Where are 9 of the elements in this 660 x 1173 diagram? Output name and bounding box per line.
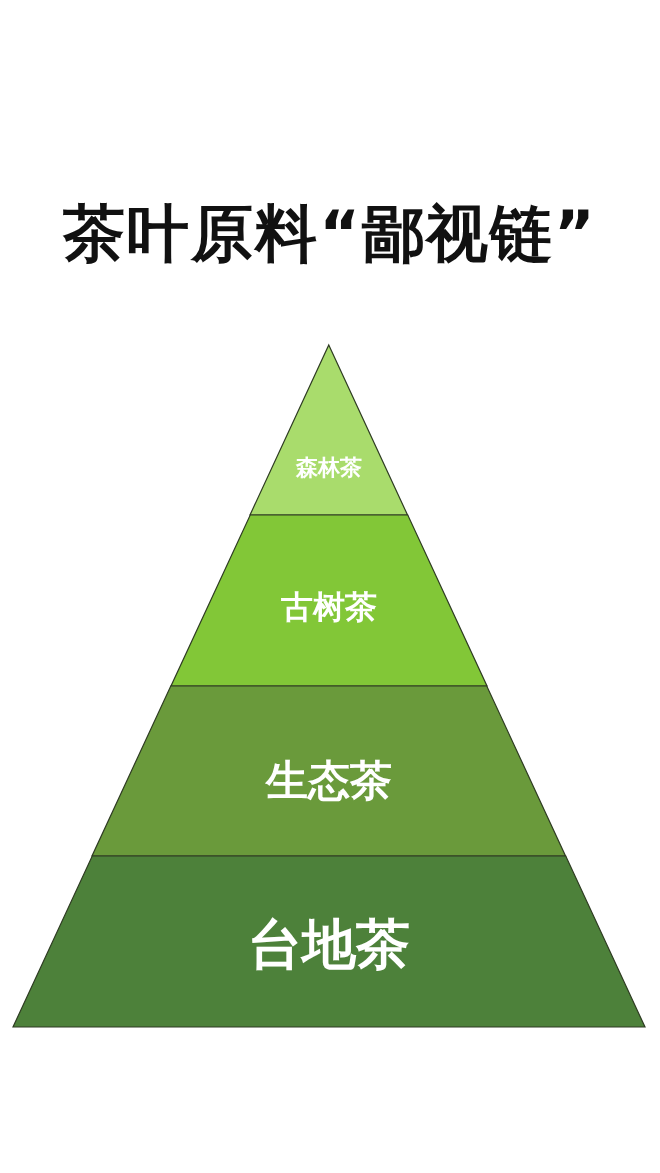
tier-label: 生态茶 [266, 756, 392, 806]
tier-label: 古树茶 [281, 588, 377, 626]
pyramid-tier [13, 856, 645, 1027]
pyramid-tier [92, 686, 566, 856]
pyramid-top-triangle [250, 345, 408, 515]
tier-label: 森林茶 [296, 455, 362, 481]
title: 茶叶原料“鄙视链” [62, 196, 598, 272]
pyramid-tier [171, 515, 487, 686]
tier-label: 台地茶 [248, 913, 410, 977]
